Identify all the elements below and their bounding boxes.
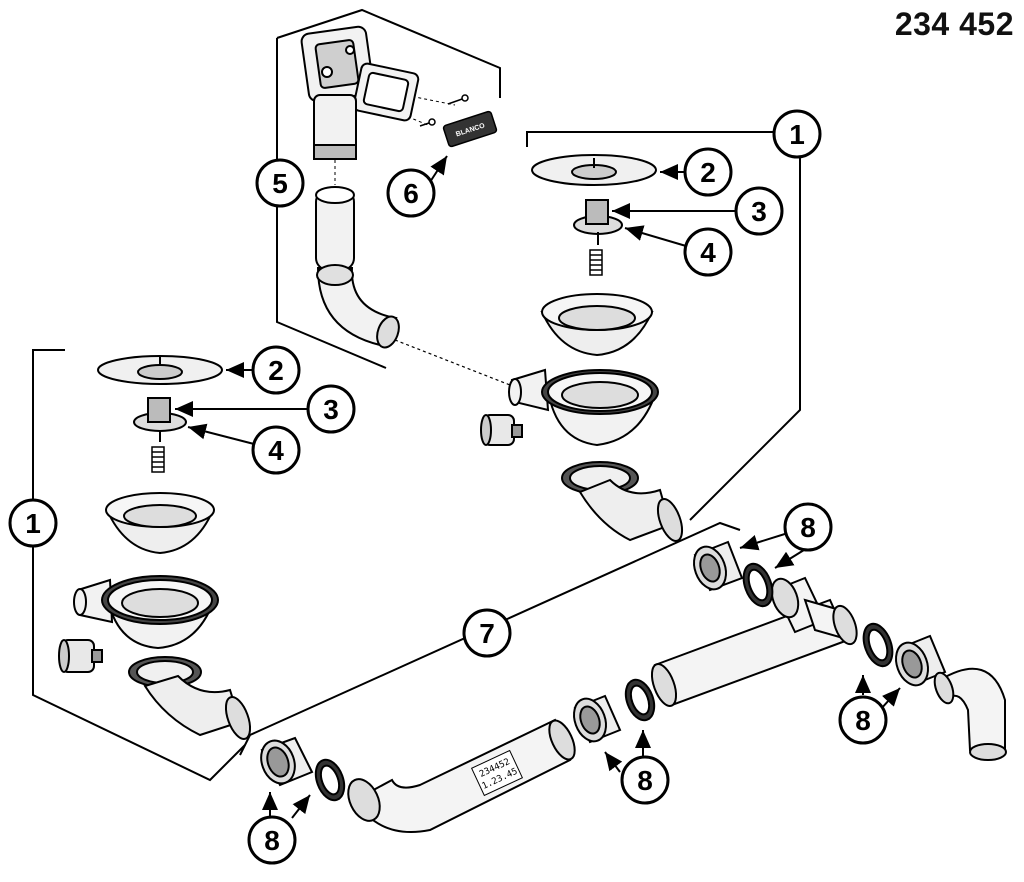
outlet-elbow-right [933, 667, 1007, 761]
callout-7-label: 7 [479, 618, 495, 649]
callout-3-right: 3 [734, 186, 784, 236]
left-waste-body [73, 575, 219, 650]
left-plug-head [133, 397, 187, 442]
bend-pipe [347, 718, 576, 833]
seal-right [862, 622, 894, 668]
left-strainer-basket [105, 492, 215, 555]
callout-4-right-label: 4 [700, 237, 716, 268]
part-number-title: 234 452 [894, 6, 1014, 42]
callout-8-middle-label: 8 [637, 765, 653, 796]
right-waste-group-bracket [526, 131, 801, 521]
right-plug-screw [589, 249, 603, 276]
callout-1-right-label: 1 [789, 119, 805, 150]
left-waste-group-bracket [32, 349, 246, 782]
nut-right [895, 634, 947, 687]
callout-5: 5 [255, 158, 305, 208]
right-strainer-cover [531, 154, 657, 186]
callout-3-right-label: 3 [751, 196, 767, 227]
seal-bottom-left [314, 758, 346, 802]
callout-8-right: 8 [838, 695, 888, 745]
callout-2-left: 2 [251, 345, 301, 395]
callout-4-left: 4 [251, 425, 301, 475]
right-overflow-connector [480, 414, 523, 446]
callout-8-top: 8 [783, 502, 833, 552]
callout-5-label: 5 [272, 168, 288, 199]
overflow-connection-dashed [394, 339, 511, 386]
screws [419, 94, 469, 127]
callout-6: 6 [386, 168, 436, 218]
overflow-assembly [300, 25, 420, 349]
left-plug-screw [151, 446, 165, 473]
left-strainer-cover [97, 355, 223, 385]
callout-6-label: 6 [403, 178, 419, 209]
callout-2-right: 2 [683, 147, 733, 197]
callout-8-middle: 8 [620, 755, 670, 805]
callout-3-left-label: 3 [323, 394, 339, 425]
overflow-group-outline [276, 8, 501, 369]
brand-badge: BLANCO [442, 110, 498, 148]
callout-1-left: 1 [8, 498, 58, 548]
callout-4-right: 4 [683, 227, 733, 277]
nut-middle [573, 694, 622, 744]
nut-top-right [693, 540, 744, 592]
callout-1-left-label: 1 [25, 508, 41, 539]
right-plug-head [573, 199, 623, 245]
callout-8-right-label: 8 [855, 705, 871, 736]
left-outlet-elbow [128, 656, 252, 740]
seal-middle [624, 678, 656, 722]
nut-bottom-left [260, 736, 314, 787]
left-overflow-connector [58, 639, 103, 673]
callout-1-right: 1 [772, 109, 822, 159]
callout-8-bottom: 8 [247, 815, 297, 865]
callout-8-top-label: 8 [800, 512, 816, 543]
callout-3-left: 3 [306, 384, 356, 434]
tee-junction [770, 576, 858, 646]
callout-2-left-label: 2 [268, 355, 284, 386]
right-outlet-elbow [561, 461, 684, 542]
callout-2-right-label: 2 [700, 157, 716, 188]
callout-8-bottom-label: 8 [264, 825, 280, 856]
callout-7: 7 [462, 608, 512, 658]
callout-4-left-label: 4 [268, 435, 284, 466]
right-strainer-basket [540, 293, 654, 357]
right-waste-body [508, 368, 659, 447]
seal-top-right [742, 562, 774, 608]
